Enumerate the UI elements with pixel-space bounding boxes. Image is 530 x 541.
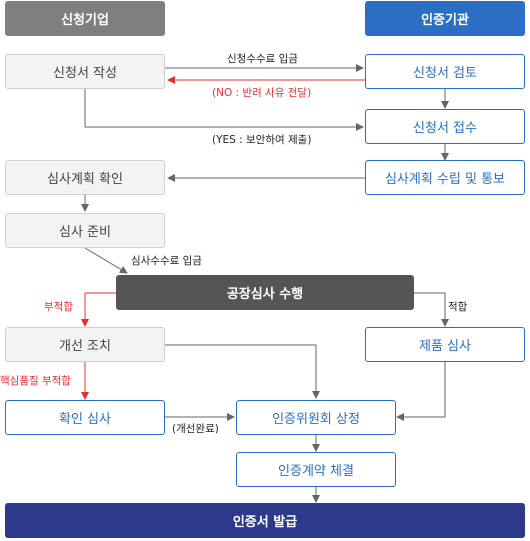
step-factory-audit: 공장심사 수행 <box>116 275 414 310</box>
header-agency: 인증기관 <box>365 1 525 36</box>
arrow-nonconform <box>81 292 116 327</box>
label-nonconform: 부적합 <box>44 301 73 313</box>
arrow-prepare-to-audit <box>84 247 128 274</box>
label-improvement-done: (개선완료) <box>172 423 219 435</box>
label-conform: 적합 <box>448 301 468 313</box>
step-product-audit: 제품 심사 <box>365 327 525 362</box>
label-key-quality-nonconform: 핵심품질 부적합 <box>0 375 71 387</box>
step-verify-audit: 확인 심사 <box>5 400 165 435</box>
step-corrective-action: 개선 조치 <box>5 327 165 362</box>
step-issue-certificate: 인증서 발급 <box>5 503 525 538</box>
header-applicant: 신청기업 <box>5 1 165 36</box>
step-contract: 인증계약 체결 <box>236 452 396 487</box>
step-receive-application: 신청서 접수 <box>365 109 525 144</box>
label-reject-reason: (NO : 반려 사유 전달) <box>212 87 312 99</box>
arrow-yes-resubmit <box>84 89 364 131</box>
arrow-corrective-to-committee <box>165 344 320 399</box>
step-prepare-audit: 심사 준비 <box>5 213 165 248</box>
step-review-application: 신청서 검토 <box>365 54 525 89</box>
arrow-conform <box>414 292 449 327</box>
step-confirm-plan: 심사계획 확인 <box>5 160 165 195</box>
arrow-product-to-committee <box>396 362 446 421</box>
label-yes-supplement: (YES : 보안하여 제출) <box>212 134 312 146</box>
step-plan-notify: 심사계획 수립 및 통보 <box>365 160 525 195</box>
step-committee: 인증위원회 상정 <box>236 400 396 435</box>
label-app-fee-payment: 신청수수료 입금 <box>227 53 298 65</box>
label-audit-fee-payment: 심사수수료 입금 <box>131 255 202 267</box>
step-write-application: 신청서 작성 <box>5 54 165 89</box>
